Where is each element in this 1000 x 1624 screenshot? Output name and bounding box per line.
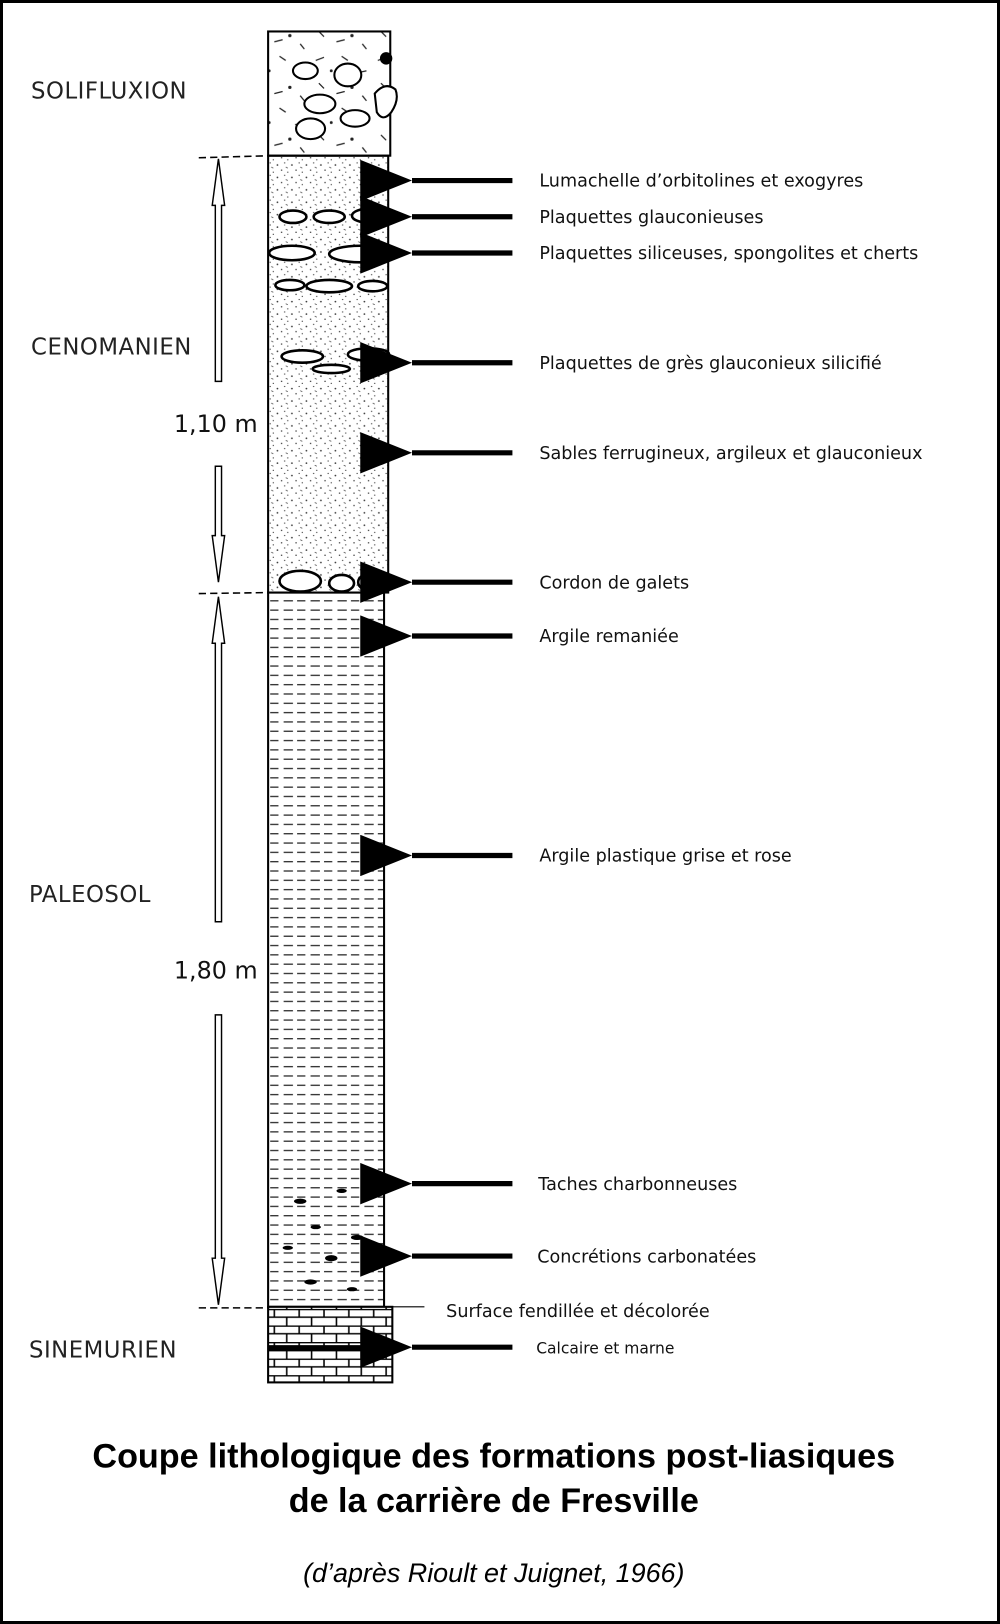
arrow-down-icon xyxy=(211,465,226,583)
thickness-cenomanien: 1,10 m xyxy=(174,410,258,438)
layer-label: Surface fendillée et décolorée xyxy=(446,1302,710,1322)
layer-label: Sables ferrugineux, argileux et glauconi… xyxy=(539,444,922,464)
stratigraphic-column xyxy=(267,30,398,1384)
layer-labels: Lumachelle d’orbitolines et exogyresPlaq… xyxy=(360,159,922,1368)
unit-solifluxion: SOLIFLUXION xyxy=(31,79,187,105)
unit-cenomanien: CENOMANIEN xyxy=(31,334,192,360)
unit-paleosol: PALEOSOL xyxy=(29,882,151,908)
layer-label: Taches charbonneuses xyxy=(537,1175,737,1195)
layer-label: Plaquettes de grès glauconieux silicifié xyxy=(539,354,881,374)
figure-title-line1: Coupe lithologique des formations post-l… xyxy=(92,1437,895,1475)
unit-sinemurien: SINEMURIEN xyxy=(29,1338,177,1364)
arrow-down-icon xyxy=(211,1014,226,1305)
figure-title-line2: de la carrière de Fresville xyxy=(289,1482,699,1520)
solifluxion-clasts xyxy=(291,52,398,141)
layer-label: Cordon de galets xyxy=(539,573,689,593)
thickness-paleosol: 1,80 m xyxy=(174,957,258,985)
marl-band xyxy=(268,1345,393,1352)
paleosol-clay-layer xyxy=(267,591,386,1308)
layer-label: Plaquettes siliceuses, spongolites et ch… xyxy=(539,244,918,264)
solifluxion-layer xyxy=(267,30,392,157)
figure-source: (d’après Rioult et Juignet, 1966) xyxy=(303,1558,684,1588)
layer-label: Concrétions carbonatées xyxy=(537,1247,756,1267)
layer-label: Argile remaniée xyxy=(539,627,678,647)
arrow-up-icon xyxy=(211,596,226,923)
layer-label: Argile plastique grise et rose xyxy=(539,847,791,867)
boundary-lines xyxy=(198,154,272,1309)
sinemurien-limestone-layer xyxy=(267,1305,394,1384)
thickness-arrows xyxy=(211,158,226,1305)
layer-label: Plaquettes glauconieuses xyxy=(539,208,763,228)
layer-label: Calcaire et marne xyxy=(536,1339,674,1357)
layer-label: Lumachelle d’orbitolines et exogyres xyxy=(539,172,863,192)
arrow-up-icon xyxy=(211,158,226,383)
